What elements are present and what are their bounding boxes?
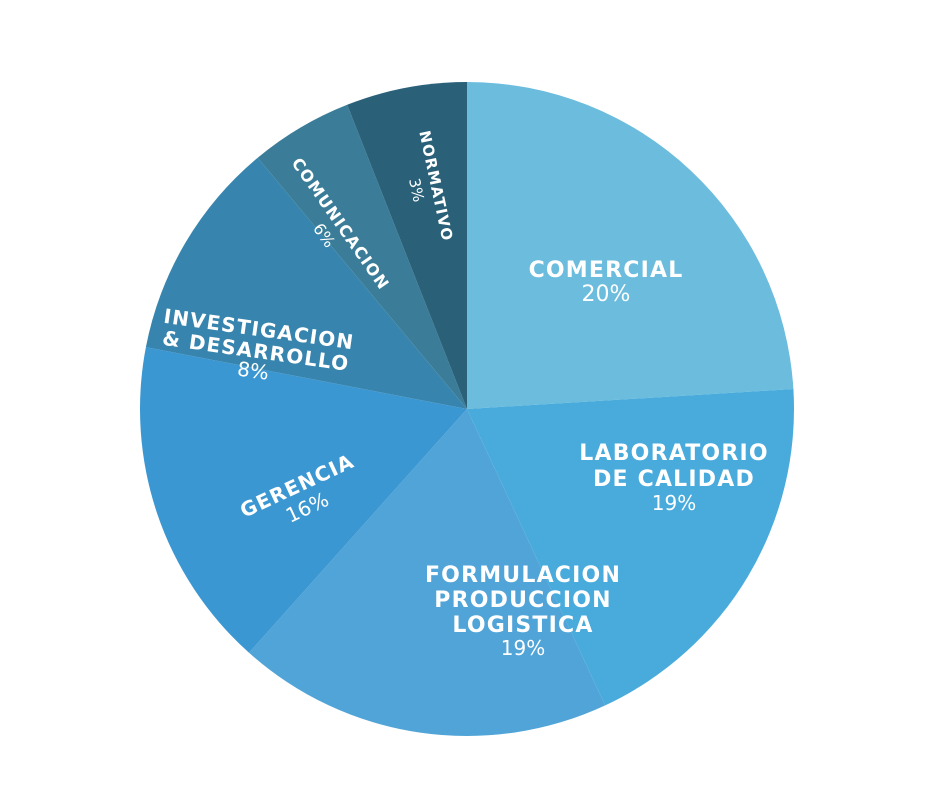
slice-name-label: PRODUCCION [434, 588, 611, 613]
pie-slice-comercial [467, 82, 794, 409]
pie-slice-comunicacion [257, 104, 467, 409]
slice-name-label: LOGISTICA [452, 613, 593, 638]
slice-name-label: LABORATORIO [579, 441, 769, 466]
slice-percent-label: 19% [501, 636, 545, 660]
slice-percent-label: 8% [236, 357, 271, 385]
pie-slices [140, 81, 794, 737]
slice-name-label: COMERCIAL [529, 258, 684, 283]
pie-slice-normativo [347, 81, 467, 409]
slice-percent-label: 3% [405, 177, 428, 204]
pie-slice-laboratorio-de-calidad [467, 389, 794, 706]
slice-percent-label: 20% [582, 282, 631, 307]
pie-slice-formulacion-produccion-logistica [249, 409, 606, 737]
slice-percent-label: 19% [652, 491, 696, 515]
slice-name-label: FORMULACION [425, 563, 621, 588]
pie-slice-investigacion-desarrollo [145, 157, 467, 409]
slice-name-label: DE CALIDAD [593, 467, 755, 492]
pie-slice-gerencia [140, 347, 467, 653]
